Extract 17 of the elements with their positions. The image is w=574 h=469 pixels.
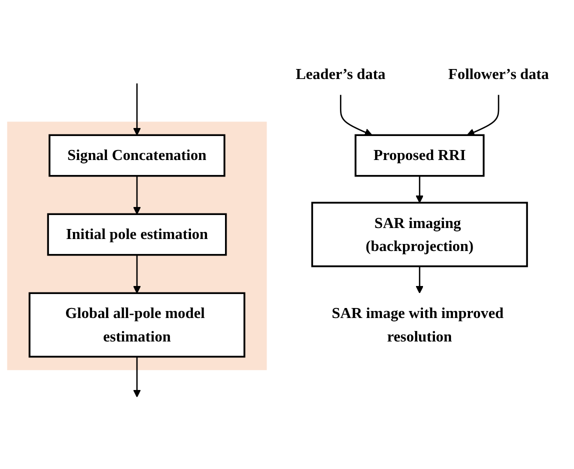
node-text: Leader’s data	[296, 66, 386, 83]
arrow	[133, 356, 141, 398]
arrow	[133, 83, 141, 136]
arrow	[416, 266, 424, 294]
node-text: Follower’s data	[448, 66, 549, 83]
arrow	[133, 254, 141, 294]
arrow	[340, 94, 372, 136]
arrow	[466, 94, 500, 136]
node-box: Global all-pole model estimation	[28, 292, 246, 358]
node-box: Proposed RRI	[354, 134, 485, 177]
cluster	[7, 122, 267, 370]
node-box: SAR imaging (backprojection)	[311, 202, 528, 268]
arrow	[133, 176, 141, 214]
node-box: Signal Concatenation	[48, 134, 226, 177]
arrow	[416, 176, 424, 204]
node-box: Initial pole estimation	[47, 213, 227, 256]
node-text: SAR image with improved resolution	[332, 304, 504, 345]
